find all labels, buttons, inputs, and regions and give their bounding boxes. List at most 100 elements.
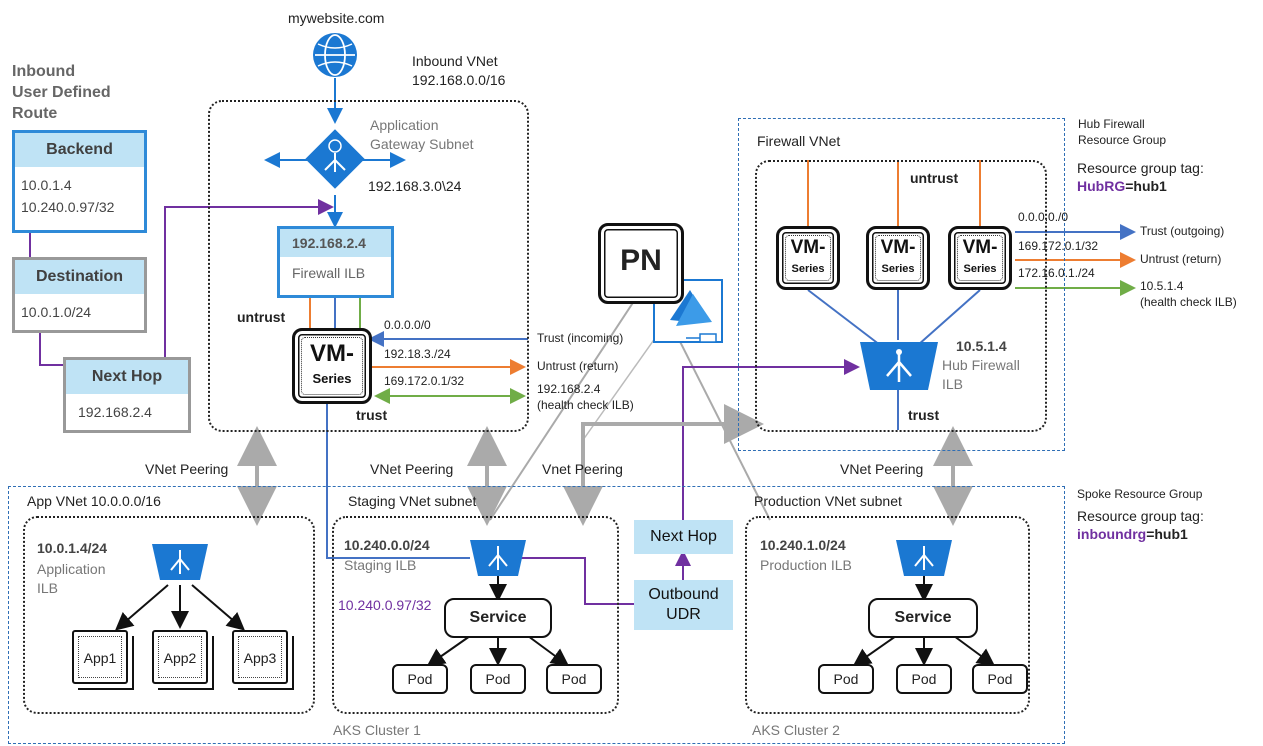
- hub-untrust-return-label: Untrust (return): [1140, 252, 1222, 266]
- firewall-ilb-box: 192.168.2.4 Firewall ILB: [277, 226, 394, 298]
- inbound-vnet-name: Inbound VNet: [412, 53, 498, 69]
- hub-ilb-line1: Hub Firewall: [942, 357, 1020, 373]
- inbound-route-2: 192.18.3./24: [384, 347, 451, 361]
- production-pod-1: Pod: [818, 664, 874, 694]
- staging-ilb-ip: 10.240.0.0/24: [344, 537, 430, 553]
- outbound-next-hop: Next Hop: [634, 520, 733, 554]
- staging-vnet-label: Staging VNet subnet: [348, 493, 477, 509]
- app-vnet-label: App VNet 10.0.0.0/16: [27, 493, 161, 509]
- trust-outgoing-label: Trust (outgoing): [1140, 224, 1225, 238]
- website-globe-icon: [313, 33, 357, 77]
- app3-box: App3: [232, 630, 288, 684]
- app1-label: App1: [83, 650, 117, 666]
- hub-vm3-bottom: Series: [963, 263, 997, 275]
- hc-ip-label: 192.168.2.4: [537, 382, 601, 396]
- app-ilb-line2: ILB: [37, 580, 59, 596]
- app1-box: App1: [72, 630, 128, 684]
- app-gateway-line1: Application: [370, 117, 439, 133]
- app-vnet-container: [23, 516, 315, 714]
- untrust-return-label: Untrust (return): [537, 359, 619, 373]
- destination-value: 10.0.1.0/24: [21, 304, 92, 320]
- inbound-vnet-cidr: 192.168.0.0/16: [412, 72, 506, 88]
- hub-hc-desc-label: (health check ILB): [1140, 295, 1237, 309]
- ilb-app1-arrow: [114, 584, 169, 631]
- hub-vm1-bottom: Series: [791, 263, 825, 275]
- spoke-resource-group: [8, 486, 1065, 744]
- pn-label: PN: [620, 244, 662, 277]
- backend-box: Backend 10.0.1.4 10.240.0.97/32: [12, 130, 147, 233]
- aks-cluster-2-label: AKS Cluster 2: [752, 722, 840, 738]
- spoke-tag-key: inboundrg: [1077, 526, 1147, 542]
- hub-vm2-top: VM-: [880, 237, 916, 258]
- firewall-ilb-ip: 192.168.2.4: [280, 229, 391, 257]
- staging-vnet-container: [332, 516, 619, 714]
- destination-header: Destination: [15, 260, 144, 294]
- production-service: Service: [868, 598, 978, 638]
- inbound-route-1: 0.0.0.0/0: [384, 318, 431, 332]
- app-gateway-line2: Gateway Subnet: [370, 136, 474, 152]
- app-gateway-cidr: 192.168.3.0\24: [368, 178, 462, 194]
- hub-hc-ip-label: 10.5.1.4: [1140, 279, 1184, 293]
- production-pod-2: Pod: [896, 664, 952, 694]
- application-ilb-icon: [152, 544, 208, 580]
- prod-pod1-arrow: [852, 635, 897, 667]
- hub-ilb-line2: ILB: [942, 376, 964, 392]
- staging-pod-3: Pod: [546, 664, 602, 694]
- inbound-vnet-container: [208, 100, 529, 432]
- staging-service: Service: [444, 598, 552, 638]
- staging-pod3-arrow: [527, 635, 570, 667]
- prod-pod3-arrow: [953, 635, 996, 667]
- app2-label: App2: [163, 650, 197, 666]
- hub-vm1-ilb: [807, 289, 881, 346]
- hub-tag-key: HubRG: [1077, 178, 1126, 194]
- production-pod-3: Pod: [972, 664, 1028, 694]
- hub-vm-series-2: VM- Series: [866, 226, 930, 290]
- outbound-udr-line2: UDR: [666, 606, 701, 623]
- udr-title-line2: User Defined: [12, 84, 111, 101]
- firewall-ilb-label: Firewall ILB: [292, 265, 366, 281]
- outbound-udr-box: Outbound UDR: [634, 580, 733, 630]
- peering-label-3: Vnet Peering: [542, 461, 623, 477]
- hub-tag-value: =hub1: [1125, 178, 1167, 194]
- staging-pod-1: Pod: [392, 664, 448, 694]
- hub-route-1: 0.0.0.0./0: [1018, 210, 1069, 224]
- hub-tag: HubRG=hub1: [1077, 178, 1167, 194]
- peering-label-4: VNet Peering: [840, 461, 924, 477]
- production-ilb-icon: [896, 540, 952, 576]
- destination-box: Destination 10.0.1.0/24: [12, 257, 147, 333]
- app3-label: App3: [243, 650, 277, 666]
- hub-route-2: 169.172.0.1/32: [1018, 239, 1099, 253]
- backend-cidr: 10.240.0.97/32: [21, 198, 115, 215]
- inbound-vm-top: VM-: [310, 340, 354, 367]
- backend-ip: 10.0.1.4: [21, 177, 72, 193]
- hub-trust-label: trust: [908, 407, 940, 423]
- production-ilb-ip: 10.240.1.0/24: [760, 537, 846, 553]
- hub-untrust-label: untrust: [910, 170, 959, 186]
- hub-vm1-top: VM-: [790, 237, 826, 258]
- peering-arrow-3: [563, 404, 764, 526]
- hub-route-3: 172.16.0.1./24: [1018, 266, 1095, 280]
- hub-group-line2: Resource Group: [1078, 133, 1167, 147]
- spoke-group-label: Spoke Resource Group: [1077, 487, 1203, 501]
- ilb-app3-arrow: [191, 584, 246, 631]
- next-hop-box: Next Hop 192.168.2.4: [63, 357, 191, 433]
- app1-shadow: [78, 636, 134, 690]
- spoke-tag: inboundrg=hub1: [1077, 526, 1188, 542]
- hub-vm2-bottom: Series: [881, 263, 915, 275]
- hub-vm-series-1: VM- Series: [776, 226, 840, 290]
- pn-box: PN: [598, 223, 684, 304]
- staging-pod1-arrow: [426, 635, 471, 667]
- spoke-tag-value: =hub1: [1146, 526, 1188, 542]
- firewall-vnet-container: [755, 160, 1047, 432]
- hc-desc-label: (health check ILB): [537, 398, 634, 412]
- production-vnet-label: Production VNet subnet: [754, 493, 902, 509]
- destination-nexthop-link: [39, 333, 63, 366]
- inbound-untrust-label: untrust: [237, 309, 286, 325]
- vm-to-staging-ilb: [326, 404, 470, 559]
- next-hop-value: 192.168.2.4: [78, 404, 152, 420]
- hub-ilb-ip: 10.5.1.4: [956, 338, 1007, 354]
- aks-cluster-1-label: AKS Cluster 1: [333, 722, 421, 738]
- udr-title-line1: Inbound: [12, 63, 76, 80]
